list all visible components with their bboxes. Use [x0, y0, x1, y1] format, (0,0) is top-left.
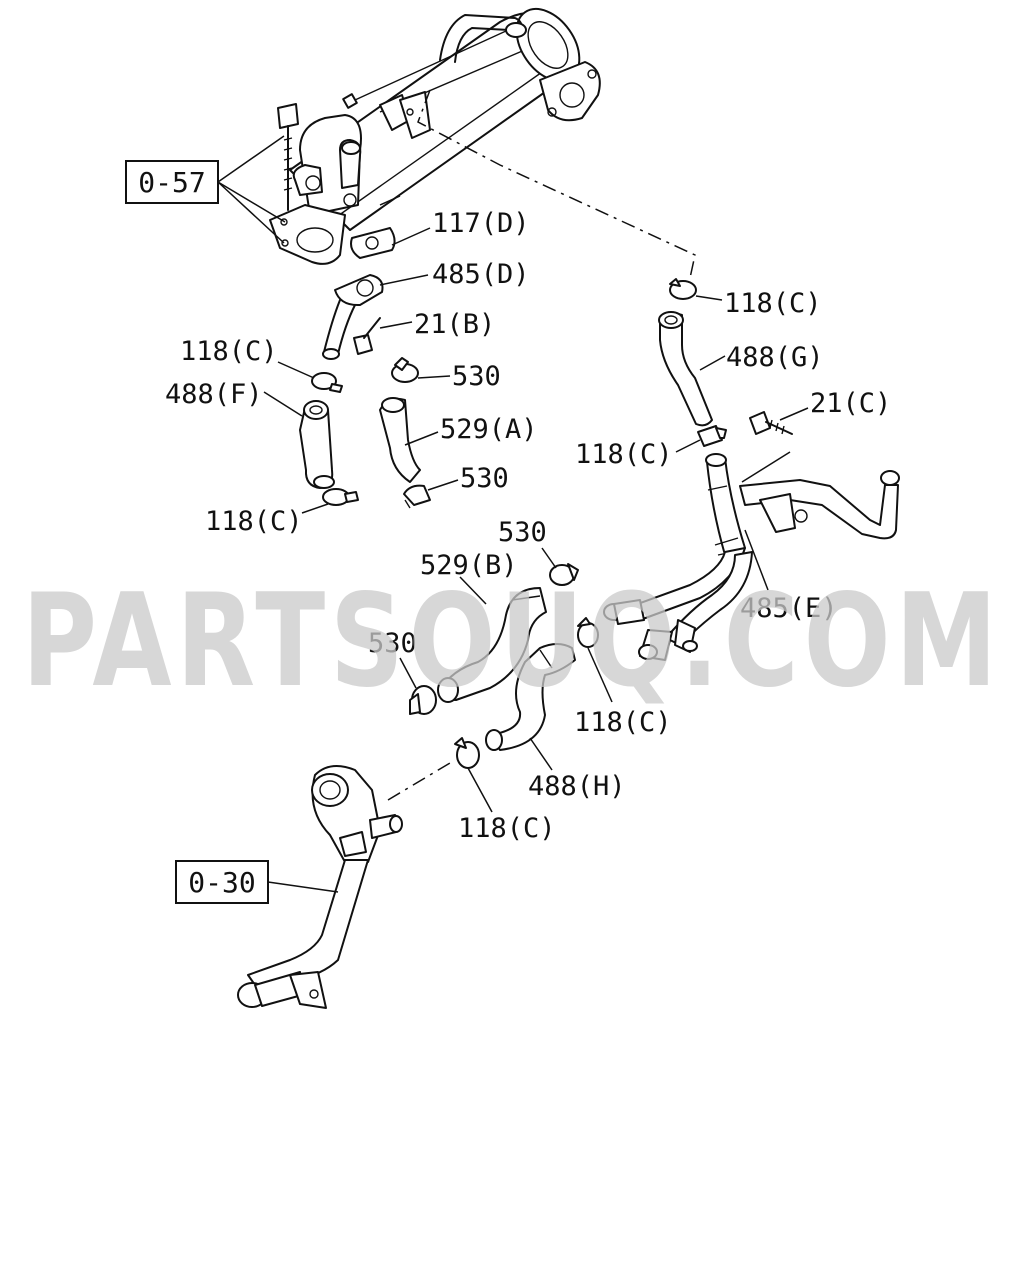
- callout-21b: 21(B): [414, 309, 495, 340]
- bolt-21c: [749, 407, 809, 435]
- hose-488h: [485, 643, 576, 771]
- clamp-118c-right-mid: [675, 425, 727, 453]
- dashed-connection-lower: [387, 759, 456, 801]
- callout-118c-4: 118(C): [574, 707, 672, 738]
- callout-21c: 21(C): [810, 388, 891, 419]
- hose-488g: [658, 311, 726, 427]
- callout-labels: 117(D) 485(D) 21(B) 118(C) 488(F) 530 52…: [165, 208, 891, 844]
- hose-529b: [437, 576, 547, 703]
- reference-0-30-label: 0-30: [188, 866, 255, 899]
- egr-cooler-assembly: [269, 7, 601, 265]
- callout-530-3: 530: [498, 517, 547, 548]
- callout-529a: 529(A): [440, 414, 538, 445]
- callout-530-4: 530: [368, 628, 417, 659]
- callout-118c-2: 118(C): [205, 506, 303, 537]
- callout-118c-3: 118(C): [575, 439, 673, 470]
- reference-0-57[interactable]: 0-57: [125, 160, 219, 204]
- dashed-connection-line: [417, 89, 696, 279]
- reference-0-30[interactable]: 0-30: [175, 860, 269, 904]
- callout-118c-top: 118(C): [724, 288, 822, 319]
- callout-118c-5: 118(C): [458, 813, 556, 844]
- gasket-117d: [350, 195, 431, 259]
- clamp-118c-left-lower: [301, 488, 359, 514]
- pipe-485e: [603, 451, 900, 661]
- callout-485e: 485(E): [740, 593, 838, 624]
- callout-488h: 488(H): [528, 771, 626, 802]
- callout-530-2: 530: [460, 463, 509, 494]
- callout-529b: 529(B): [420, 550, 518, 581]
- callout-488f: 488(F): [165, 379, 263, 410]
- pipe-485d: [322, 274, 429, 360]
- callout-485d: 485(D): [432, 259, 530, 290]
- clamp-530-mid: [403, 479, 459, 509]
- clamp-118c-mid-right: [577, 617, 613, 703]
- clamp-118c-bottom: [454, 737, 493, 813]
- hose-488f: [263, 391, 335, 489]
- callout-530-1: 530: [452, 361, 501, 392]
- hose-529a: [379, 397, 439, 483]
- clamp-530-lower-left: [399, 657, 437, 715]
- callout-488g: 488(G): [726, 342, 824, 373]
- clamp-118c-right-top: [669, 278, 723, 301]
- clamp-118c-left-upper: [277, 361, 343, 393]
- reference-0-57-label: 0-57: [138, 166, 205, 199]
- clamp-530-upper-right: [541, 547, 579, 586]
- callout-118c-1: 118(C): [180, 336, 278, 367]
- callout-117d: 117(D): [432, 208, 530, 239]
- clamp-530-top: [391, 357, 451, 383]
- watermark-text: PARTSOUQ.COM: [22, 567, 1002, 716]
- bolt-21b: [353, 317, 413, 355]
